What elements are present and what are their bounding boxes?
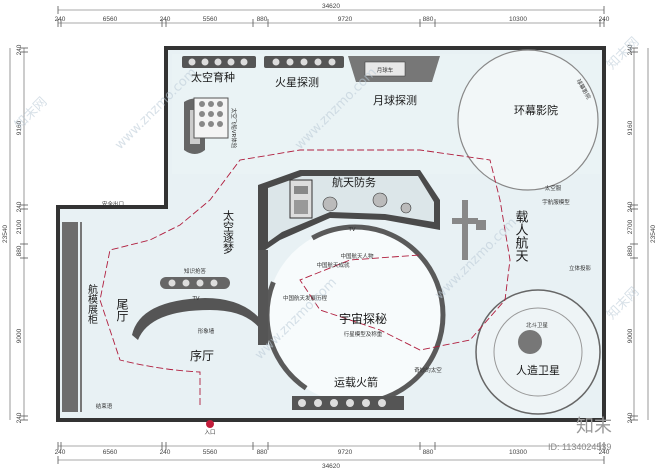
dim-bottom-seg-4: 880 (257, 449, 268, 456)
dim-top-seg-0: 240 (55, 16, 66, 23)
dim-right-total: 23540 (650, 225, 657, 243)
lunar-rover-label: 月球车 (377, 66, 394, 74)
beidou-label: 北斗卫星 (526, 321, 549, 329)
tv-label-history: TV (347, 227, 355, 233)
beidou-globe (518, 330, 542, 354)
partition-wall-left (258, 250, 268, 345)
dim-bottom-seg-7: 10300 (509, 449, 527, 456)
dim-right-seg-5: 9000 (627, 328, 634, 343)
space-station-exhibit (452, 200, 486, 260)
dim-left-seg-3: 2100 (16, 219, 23, 234)
safety-exit-label: 安全出口 (102, 200, 124, 208)
wonderful-space-label: 奇妙的太空 (414, 366, 442, 374)
dim-left-total: 23540 (2, 225, 9, 243)
zone-space-dream: 太空逐梦 (222, 210, 235, 255)
planet-models-label: 行星模型及称重 (344, 330, 383, 338)
watermark-id: ID: 1134024539 (548, 442, 611, 452)
dim-right-seg-0: 240 (627, 44, 634, 55)
zone-crewed-spaceflight: 载人航天 (513, 210, 529, 262)
watermark-side-3: 知末网 (604, 284, 643, 323)
dim-top-seg-5: 9720 (338, 16, 353, 23)
dim-right-seg-4: 880 (627, 245, 634, 256)
zone-aerospace-defense: 航天防务 (332, 175, 376, 189)
dim-right-seg-2: 240 (627, 201, 634, 212)
dim-top-seg-6: 880 (423, 16, 434, 23)
dim-left-seg-5: 9000 (16, 328, 23, 343)
zone-dome-cinema: 环幕影院 (514, 103, 558, 117)
knowledge-quiz-label: 知识抢答 (184, 267, 207, 275)
dim-bottom-seg-8: 240 (599, 449, 610, 456)
defense-vehicle-exhibit (289, 179, 412, 219)
dim-left-seg-2: 240 (16, 201, 23, 212)
knowledge-quiz-counter (160, 277, 230, 289)
zone-mars-exploration: 火星探测 (275, 76, 319, 89)
cube-interaction-label: 立体投影 (569, 264, 592, 272)
image-wall-label: 形象墙 (198, 327, 215, 335)
achievements-label: 中国航天成就 (316, 261, 350, 269)
zone-artificial-satellite: 人造卫星 (516, 363, 560, 377)
dim-bottom-seg-0: 240 (55, 449, 66, 456)
dim-right-seg-3: 2700 (627, 219, 634, 234)
dim-top-seg-2: 240 (160, 16, 171, 23)
dim-top-seg-4: 880 (257, 16, 268, 23)
zone-tail-hall: 尾厅 (115, 298, 129, 322)
watermark-side-1: 知末网 (12, 94, 51, 133)
dim-bottom-seg-1: 6560 (103, 449, 118, 456)
visitor-route (99, 149, 511, 405)
dim-left-seg-1: 9160 (16, 120, 23, 135)
ending-words-label: 结束语 (96, 402, 113, 410)
dim-bottom-seg-3: 5560 (203, 449, 218, 456)
breeding-equipment-row (182, 56, 344, 68)
dim-left-seg-6: 240 (16, 412, 23, 423)
zone-aviation-model-cabinet: 航模展柜 (86, 283, 98, 325)
dim-top-seg-3: 5560 (203, 16, 218, 23)
zone-universe-exploration: 宇宙探秘 (339, 311, 387, 326)
dim-top-seg-7: 10300 (509, 16, 527, 23)
watermark-side-2: 知末网 (604, 34, 643, 73)
mars-exhibit (193, 97, 229, 139)
rocket-exhibit-row (292, 396, 404, 410)
dim-right-seg-1: 9160 (627, 120, 634, 135)
dim-left-seg-4: 880 (16, 245, 23, 256)
dim-top-seg-8: 240 (599, 16, 610, 23)
dim-bottom-total: 34620 (322, 463, 340, 470)
dim-left-seg-0: 240 (16, 44, 23, 55)
tail-hall-wall (132, 298, 268, 345)
zone-prelude-hall: 序厅 (190, 348, 214, 363)
figures-label: 中国航天人物 (340, 252, 374, 260)
dim-bottom-seg-5: 9720 (338, 449, 353, 456)
tv-label-quiz: TV (191, 296, 199, 302)
space-suit-label: 太空服 (545, 184, 562, 192)
satellite-inner (493, 307, 583, 397)
zone-lunar-exploration: 月球探测 (373, 93, 417, 107)
spacesuit-model-label: 宇航服模型 (542, 198, 570, 206)
dimension-lines (9, 9, 649, 461)
dim-top-seg-1: 6560 (103, 16, 118, 23)
entrance-icon (206, 420, 214, 428)
lunar-rover-exhibit (348, 56, 440, 82)
dim-top-total: 34620 (322, 3, 340, 10)
dome-cinema-room (457, 49, 599, 191)
entrance-label: 入口 (204, 429, 215, 436)
spacecraft-vr-label: 太空飞船VR体验 (230, 108, 238, 149)
zone-space-breeding: 太空育种 (191, 70, 235, 84)
dimension-ticks (20, 6, 638, 464)
cabinet-divider (80, 222, 82, 412)
dim-bottom-seg-2: 240 (160, 449, 171, 456)
dim-bottom-seg-6: 880 (423, 449, 434, 456)
zone-launch-rocket: 运载火箭 (334, 375, 378, 389)
aviation-cabinet-block (62, 222, 78, 412)
watermark-brand: 知末 (576, 416, 612, 437)
satellite-room (475, 289, 601, 415)
dim-right-seg-6: 240 (627, 412, 634, 423)
history-label: 中国航天发展历程 (283, 294, 328, 302)
